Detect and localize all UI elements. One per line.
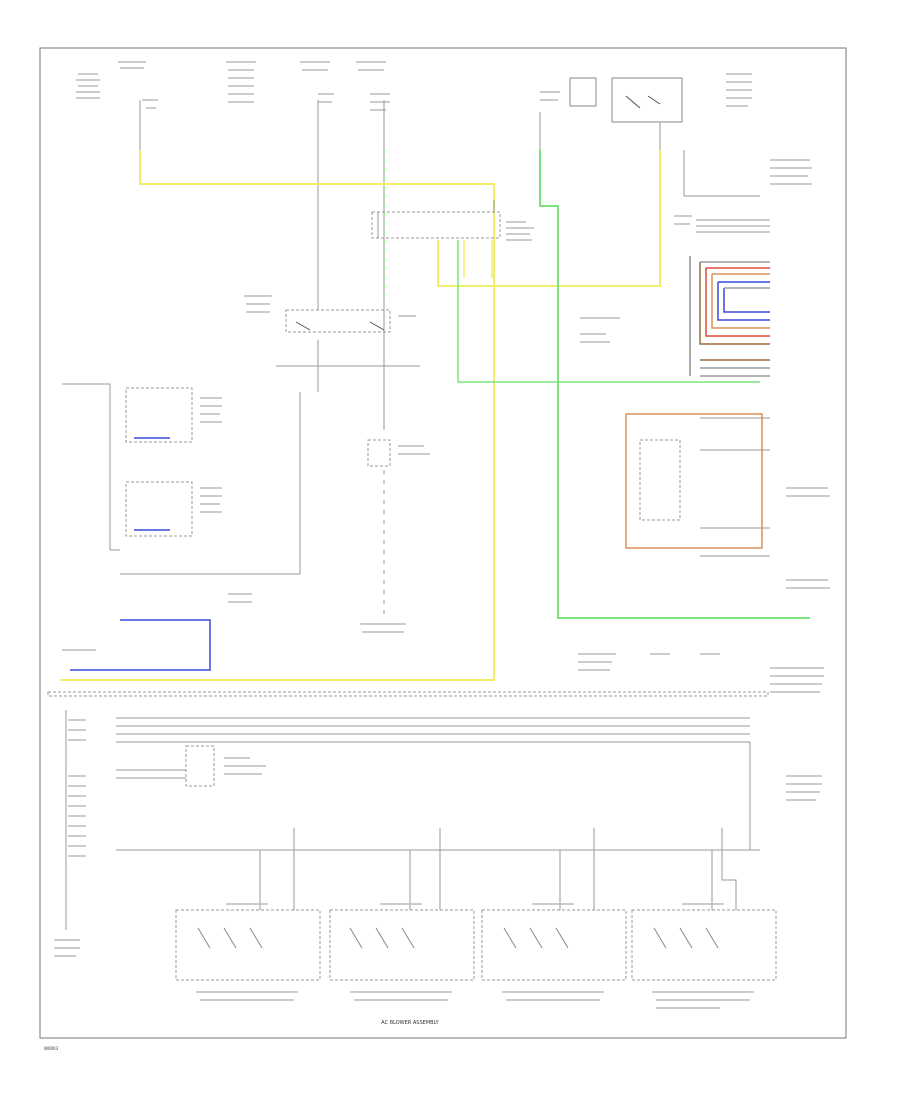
top-left-label-block [76, 61, 390, 111]
suspension-module [625, 413, 830, 589]
top-vertical-wires [139, 100, 385, 430]
yellow-wire-right [437, 150, 661, 287]
center-resistor [360, 439, 430, 633]
right-connector-module [580, 159, 812, 377]
bottom-assembly-label: AC BLOWER ASSEMBLY [381, 1020, 439, 1026]
bottom-connector-blocks [175, 828, 777, 1009]
footer-code: W0003 [44, 1046, 59, 1051]
center-connector-block [371, 200, 534, 241]
top-right-switch [539, 73, 752, 196]
diagram-frame [39, 47, 847, 1039]
left-blower-switches [62, 383, 301, 671]
bottom-control-module [47, 691, 822, 957]
green-wire-long [539, 150, 810, 619]
left-center-switch [244, 295, 420, 392]
right-middle-labels [578, 653, 824, 693]
green-wire-mid [457, 240, 760, 383]
yellow-wire-top [60, 150, 495, 681]
